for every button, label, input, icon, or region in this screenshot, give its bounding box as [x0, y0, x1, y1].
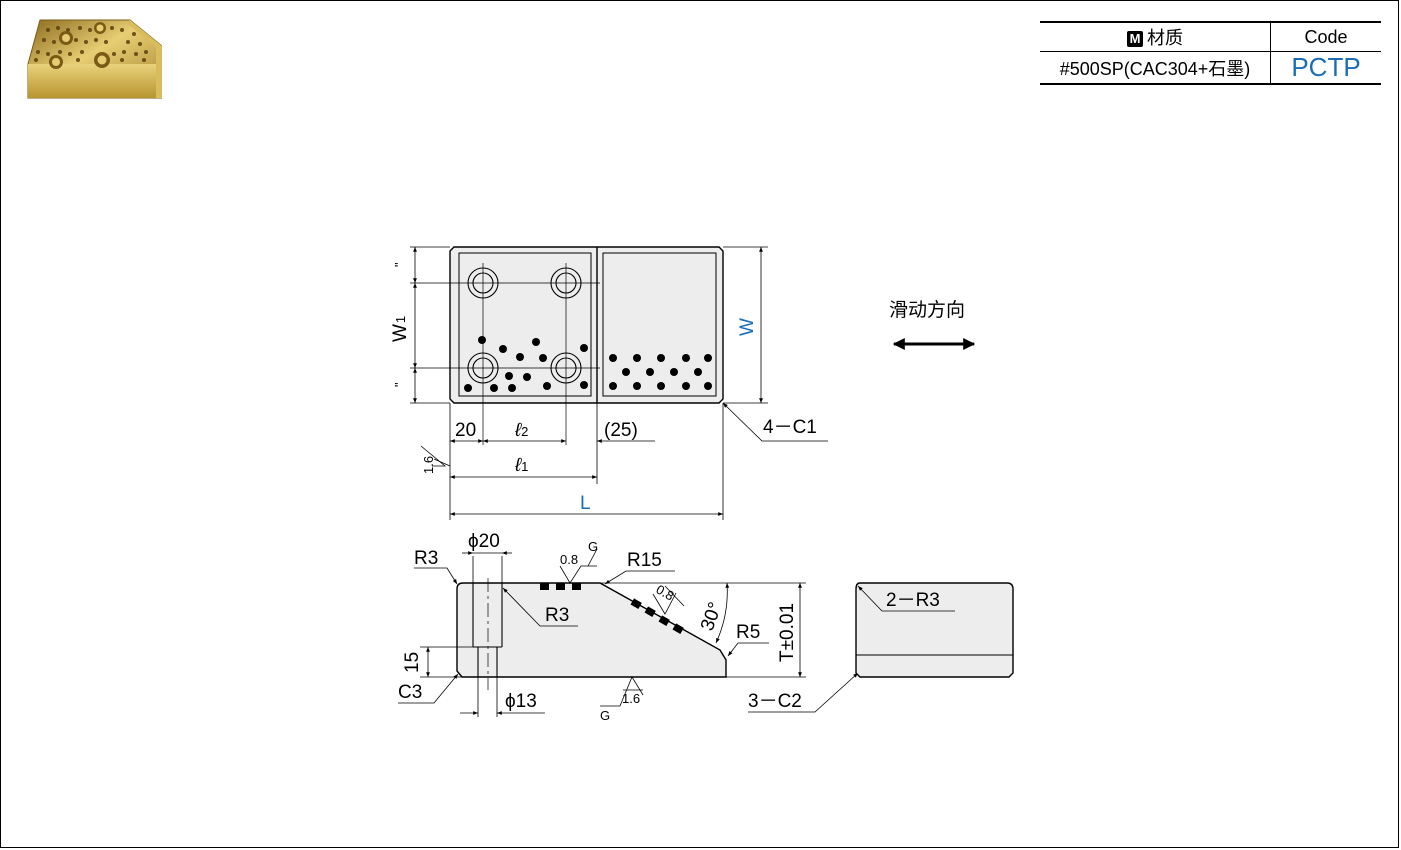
end-r3-label: 2－R3 — [886, 590, 940, 611]
sliding-direction-label: 滑动方向 — [889, 299, 965, 321]
phi13-label: ϕ13 — [505, 691, 537, 712]
r3-top-label: R3 — [414, 548, 438, 569]
dim-w1-label: W1 — [390, 316, 411, 342]
finish-g-label: G — [588, 539, 598, 554]
dim-l2-label: ℓ2 — [514, 420, 528, 441]
material-value: #500SP(CAC304+石墨) — [1040, 51, 1271, 85]
graphite-dots — [464, 336, 712, 392]
dim-l-label: L — [580, 493, 591, 514]
svg-text:": " — [392, 262, 407, 267]
product-thumbnail — [27, 19, 162, 99]
table-row: #500SP(CAC304+石墨) PCTP — [1040, 51, 1381, 85]
phi20-label: ϕ20 — [468, 531, 500, 552]
roughness-1-6-label: 1.6 — [421, 456, 436, 474]
top-view — [410, 246, 724, 445]
end-view — [855, 582, 1014, 678]
dim-l1-label: ℓ1 — [514, 455, 528, 476]
r3-inner-label: R3 — [545, 605, 569, 626]
side-view — [456, 578, 727, 690]
r15-label: R15 — [627, 550, 662, 571]
r5-label: R5 — [736, 622, 760, 643]
plate-outline — [449, 246, 724, 404]
finish-0-8-label: 0.8 — [560, 552, 578, 567]
chamfer-4c1-label: 4－C1 — [763, 417, 817, 438]
angle-30-label: 30° — [697, 600, 727, 634]
code-value: PCTP — [1270, 51, 1381, 85]
graphite-zone-right — [602, 252, 717, 397]
thickness-label: T±0.01 — [777, 603, 798, 662]
mounting-holes — [467, 267, 582, 384]
finish-g-bottom-label: G — [600, 708, 610, 723]
finish-1-6-label: 1.6 — [622, 691, 640, 706]
dim-25-label: (25) — [604, 420, 638, 441]
dim-15-label: 15 — [402, 652, 423, 673]
svg-text:": " — [392, 382, 407, 387]
code-header: Code — [1270, 21, 1381, 52]
dim-w-label: W — [737, 318, 758, 336]
dim-20-label: 20 — [455, 420, 476, 441]
c3-label: C3 — [398, 682, 422, 703]
top-view-quote-marks: " " — [392, 262, 407, 387]
side-grooves — [540, 583, 684, 634]
material-badge: M — [1127, 31, 1143, 47]
end-c2-label: 3－C2 — [748, 691, 802, 712]
graphite-zone-left — [458, 252, 592, 397]
